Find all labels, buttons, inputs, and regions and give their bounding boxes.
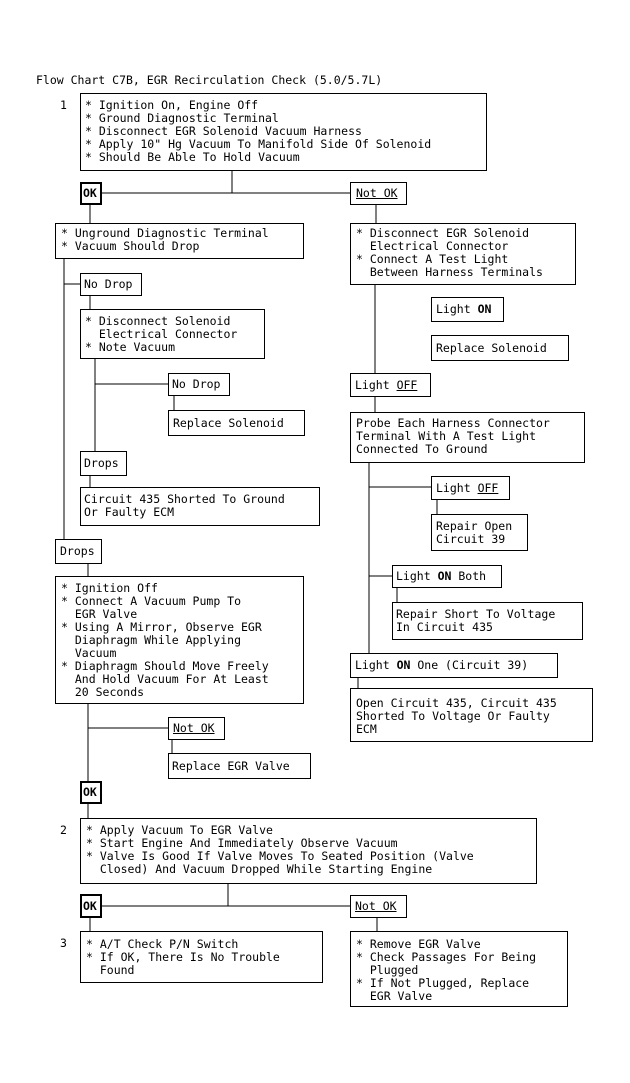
ok-label-pump: OK <box>80 781 102 804</box>
ok-label-step1: OK <box>80 182 102 205</box>
unground-box: * Unground Diagnostic Terminal * Vacuum … <box>55 223 304 259</box>
chart-title: Flow Chart C7B, EGR Recirculation Check … <box>36 73 383 87</box>
step-number-2: 2 <box>60 823 67 837</box>
light-on-both-label: Light ON Both <box>392 565 502 588</box>
drops-label-2: Drops <box>55 539 102 564</box>
repair-open-circuit-box: Repair Open Circuit 39 <box>431 514 528 551</box>
replace-solenoid-box-left: Replace Solenoid <box>168 410 305 436</box>
light-on-label: Light ON <box>431 297 504 322</box>
not-ok-label-pump: Not OK <box>168 717 225 740</box>
step-number-3: 3 <box>60 936 67 950</box>
unground-text: * Unground Diagnostic Terminal * Vacuum … <box>61 226 269 253</box>
step1-text: * Ignition On, Engine Off * Ground Diagn… <box>85 98 432 164</box>
ok-label-step2: OK <box>80 894 102 918</box>
not-ok-label-step1: Not OK <box>350 182 407 205</box>
step1-box: * Ignition On, Engine Off * Ground Diagn… <box>80 93 487 171</box>
light-off-label-1: Light OFF <box>350 373 431 397</box>
disconnect-solenoid-connector-box: * Disconnect Solenoid Electrical Connect… <box>80 309 265 359</box>
no-drop-label-2: No Drop <box>168 373 230 396</box>
step2-box: * Apply Vacuum To EGR Valve * Start Engi… <box>80 818 537 884</box>
open-circuit-435-box: Open Circuit 435, Circuit 435 Shorted To… <box>350 688 593 742</box>
probe-harness-box: Probe Each Harness Connector Terminal Wi… <box>350 412 585 463</box>
replace-egr-valve-box: Replace EGR Valve <box>168 753 311 779</box>
drops-label-1: Drops <box>80 451 127 476</box>
vacuum-pump-box: * Ignition Off * Connect A Vacuum Pump T… <box>55 576 304 704</box>
step-number-1: 1 <box>60 98 67 112</box>
not-ok-label-step2: Not OK <box>350 895 407 918</box>
disconnect-egr-connector-box: * Disconnect EGR Solenoid Electrical Con… <box>350 223 576 285</box>
replace-solenoid-box-right: Replace Solenoid <box>431 335 569 361</box>
repair-short-box: Repair Short To Voltage In Circuit 435 <box>392 602 583 640</box>
step3-not-ok-box: * Remove EGR Valve * Check Passages For … <box>350 931 568 1007</box>
step3-ok-box: * A/T Check P/N Switch * If OK, There Is… <box>80 931 323 983</box>
no-drop-label-1: No Drop <box>80 273 142 296</box>
circuit-435-ground-box: Circuit 435 Shorted To Ground Or Faulty … <box>80 487 320 526</box>
light-off-label-2: Light OFF <box>431 476 510 500</box>
light-on-one-label: Light ON One (Circuit 39) <box>350 653 558 678</box>
